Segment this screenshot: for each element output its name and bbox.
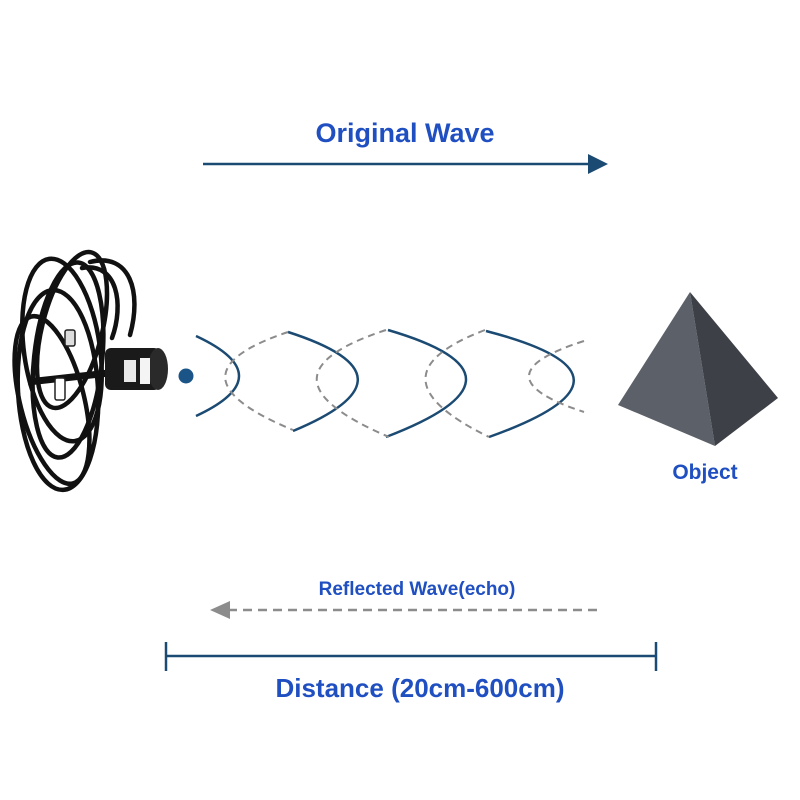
reflected-wavefronts xyxy=(224,329,585,438)
original-wavefronts xyxy=(195,328,575,439)
original-wave-arrow xyxy=(203,154,608,174)
distance-label: Distance (20cm-600cm) xyxy=(275,673,565,703)
object-label: Object xyxy=(672,461,738,484)
original-wave-label: Original Wave xyxy=(315,118,495,148)
sensor-dot xyxy=(178,368,194,384)
reflected-wave-label: Reflected Wave(echo) xyxy=(318,579,516,600)
pyramid-object-icon xyxy=(618,292,778,446)
parking-sensor-icon xyxy=(12,249,168,493)
distance-bar xyxy=(164,642,658,671)
reflected-wave-arrow xyxy=(210,601,597,619)
